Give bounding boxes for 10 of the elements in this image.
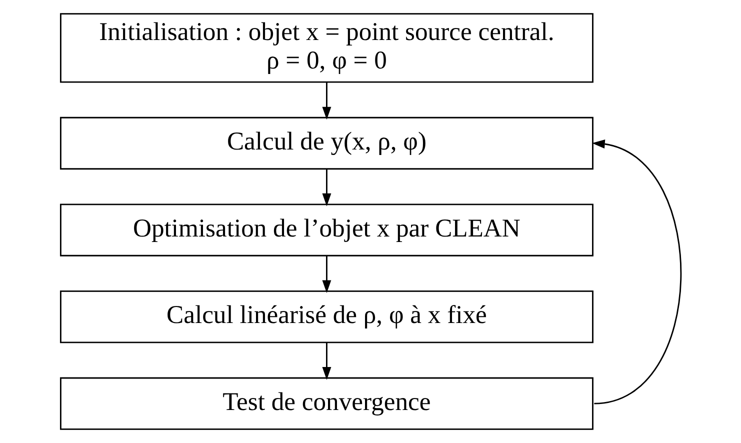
node-box: Calcul linéarisé de ρ, φ à x fixé <box>59 290 593 344</box>
node-box: Calcul de y(x, ρ, φ) <box>59 116 593 170</box>
node-box: Initialisation : objet x = point source central. ρ = 0, φ = 0 <box>59 13 593 83</box>
node-box: Optimisation de l’objet x par CLEAN <box>59 204 593 256</box>
arrow <box>322 256 331 294</box>
arrow <box>322 168 331 206</box>
arrow <box>322 82 331 120</box>
arrow <box>592 140 681 404</box>
arrow <box>322 342 331 380</box>
node-box: Test de convergence <box>59 377 593 430</box>
